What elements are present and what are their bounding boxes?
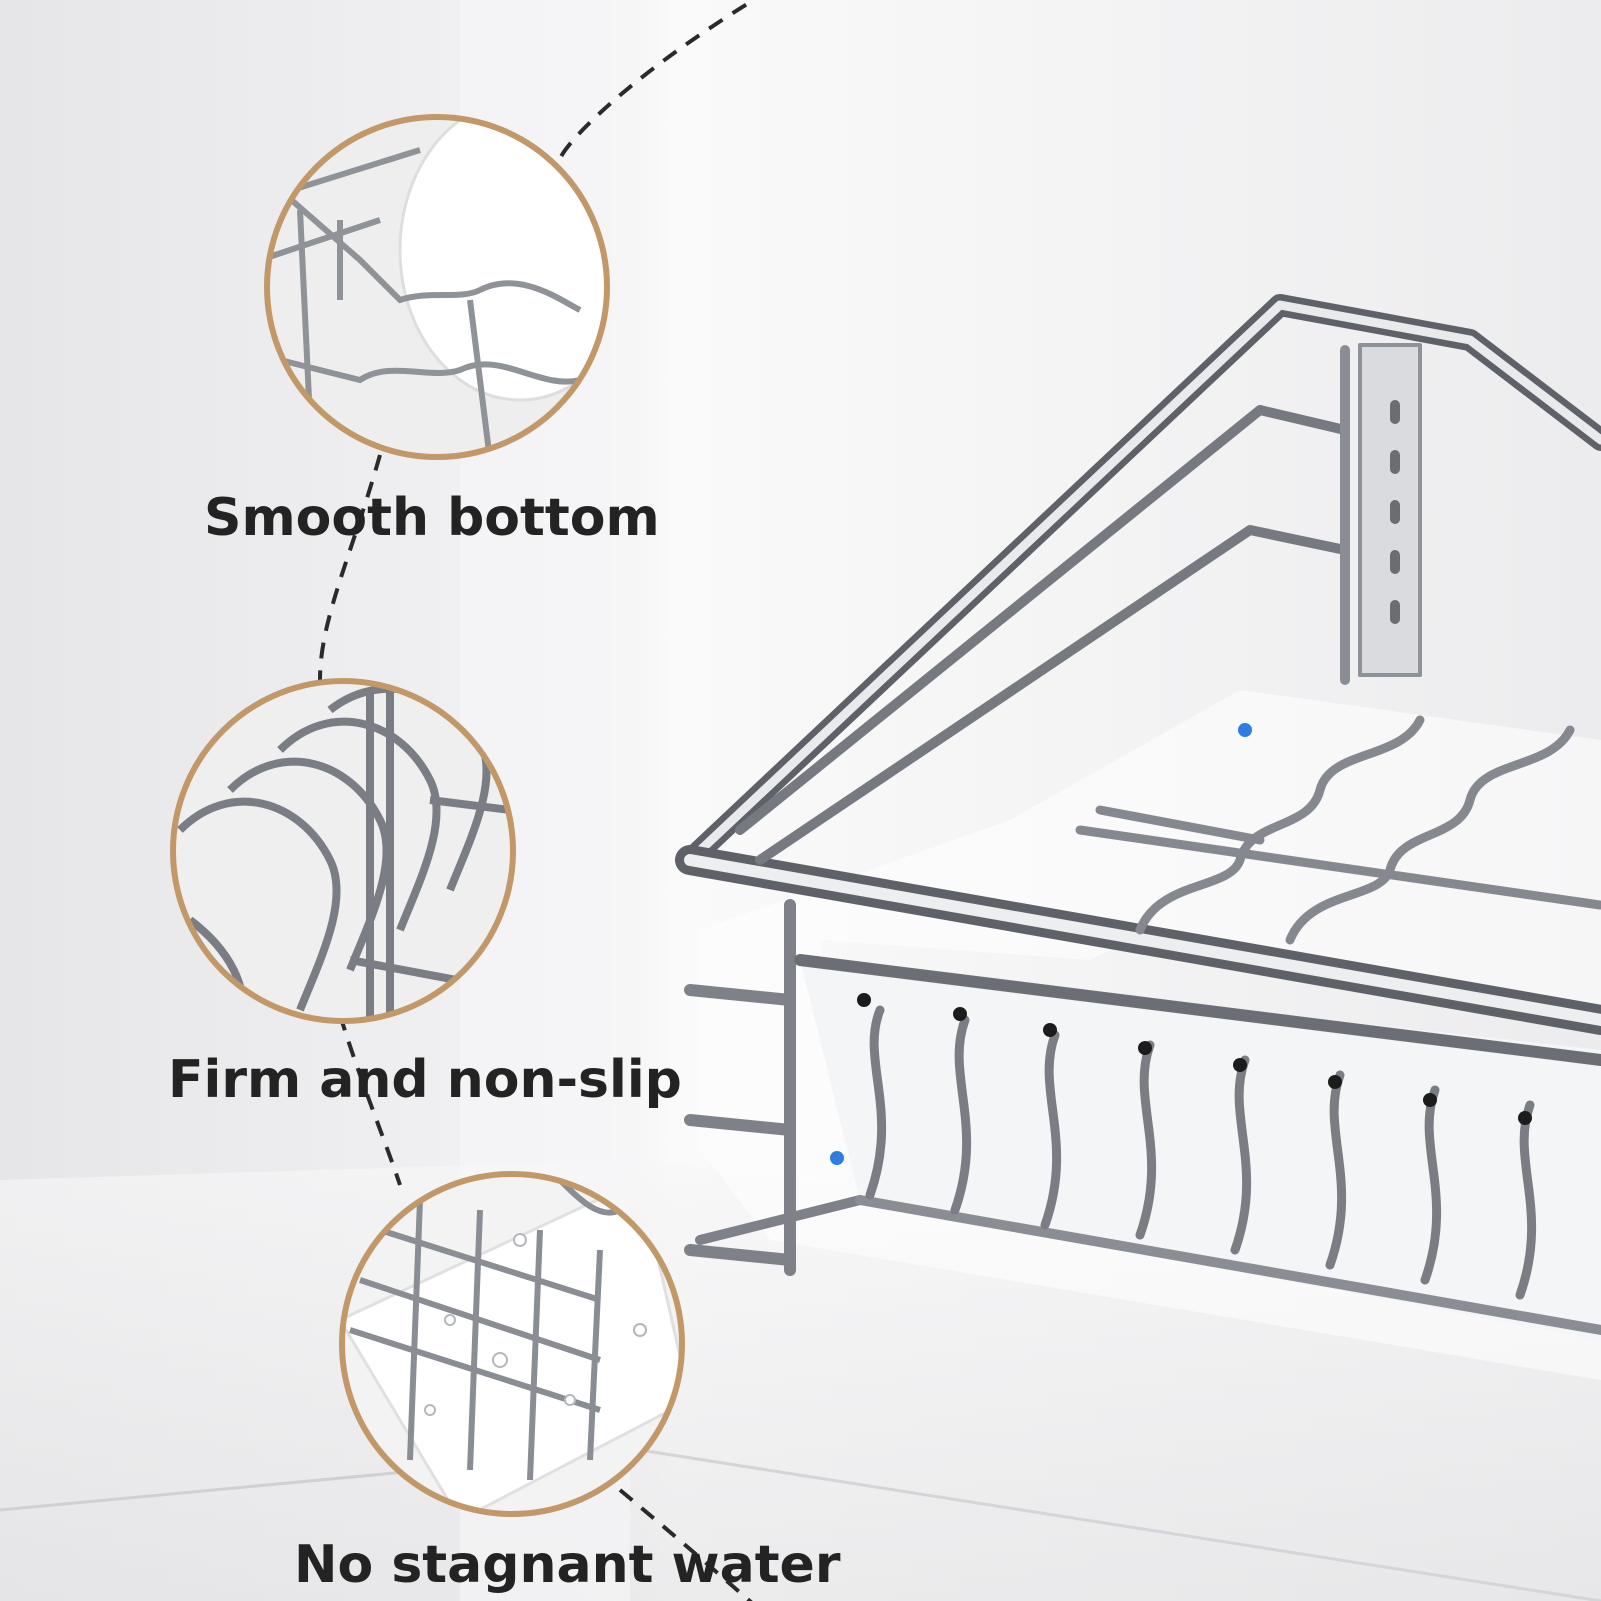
feature-label-firm-non-slip: Firm and non-slip <box>168 1050 682 1110</box>
zoom-circle-firm-non-slip <box>170 678 516 1024</box>
feature-label-no-stagnant-water: No stagnant water <box>294 1535 841 1595</box>
zoom-circle-drain-tray <box>339 1171 685 1517</box>
dashed-connector-low <box>338 1014 402 1186</box>
dashed-connector-top <box>558 0 758 161</box>
dish-rack <box>675 294 1601 1380</box>
feature-label-smooth-bottom: Smooth bottom <box>204 488 660 548</box>
dashed-connector-mid <box>318 454 382 681</box>
